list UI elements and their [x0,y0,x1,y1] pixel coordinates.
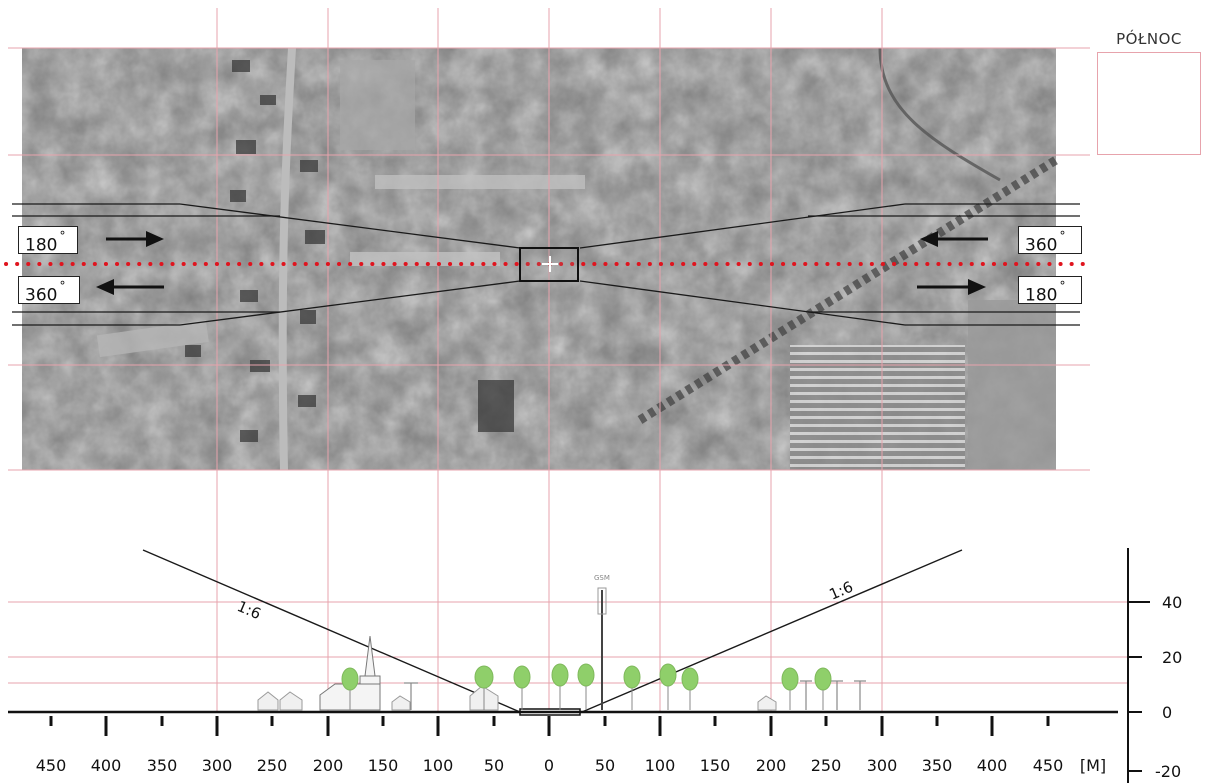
approach-surface-lines [12,203,1080,326]
angle-label-right-top: 360° [1018,226,1082,256]
x-tick-label: 400 [91,756,122,775]
x-tick-label: 450 [36,756,67,775]
x-tick-label: 350 [147,756,178,775]
elevation-profile: 1:6 1:6 GSM 450 400 350 300 250 200 150 … [8,548,1182,783]
x-tick-label: 300 [202,756,233,775]
x-tick-label: 300 [867,756,898,775]
y-tick-label: 0 [1162,703,1172,722]
compass-label: PÓŁNOC [1116,30,1182,48]
x-axis-unit: [M] [1080,756,1106,775]
y-tick-label: 40 [1162,593,1182,612]
x-tick-label: 0 [544,756,554,775]
slope-label-left: 1:6 [234,597,263,623]
y-tick-label: -20 [1155,762,1181,781]
compass-box [1097,52,1201,155]
direction-arrows [96,231,988,295]
runway-target [519,247,579,282]
x-tick-label: 250 [811,756,842,775]
degree-symbol: ° [59,229,66,243]
x-tick-label: 150 [700,756,731,775]
angle-label-right-bottom: 180° [1018,276,1082,306]
angle-value: 180 [25,235,58,256]
degree-symbol: ° [59,279,66,293]
x-tick-label: 200 [756,756,787,775]
x-tick-label: 450 [1033,756,1064,775]
x-tick-label: 400 [977,756,1008,775]
x-tick-label: 50 [484,756,504,775]
mast-label: GSM [594,574,610,582]
degree-symbol: ° [1059,229,1066,243]
angle-value: 360 [25,285,58,306]
tree-row [341,663,832,710]
angle-value: 360 [1025,235,1058,256]
x-axis-tick-labels: 450 400 350 300 250 200 150 100 50 0 50 … [36,756,1106,775]
y-axis-tick-labels: 40 20 0 -20 [1155,593,1182,781]
y-axis-ticks [1128,601,1150,772]
grid-lines [8,8,1128,712]
x-tick-label: 200 [313,756,344,775]
x-tick-label: 100 [645,756,676,775]
angle-label-left-bottom: 360° [18,276,80,306]
angle-label-left-top: 180° [18,226,78,256]
x-tick-label: 100 [423,756,454,775]
x-axis-ticks [49,716,1050,736]
angle-value: 180 [1025,285,1058,306]
x-tick-label: 350 [922,756,953,775]
y-tick-label: 20 [1162,648,1182,667]
x-tick-label: 250 [257,756,288,775]
x-tick-label: 50 [595,756,615,775]
degree-symbol: ° [1059,279,1066,293]
aerial-photo [22,47,1059,471]
x-tick-label: 150 [368,756,399,775]
slope-label-right: 1:6 [827,578,856,604]
